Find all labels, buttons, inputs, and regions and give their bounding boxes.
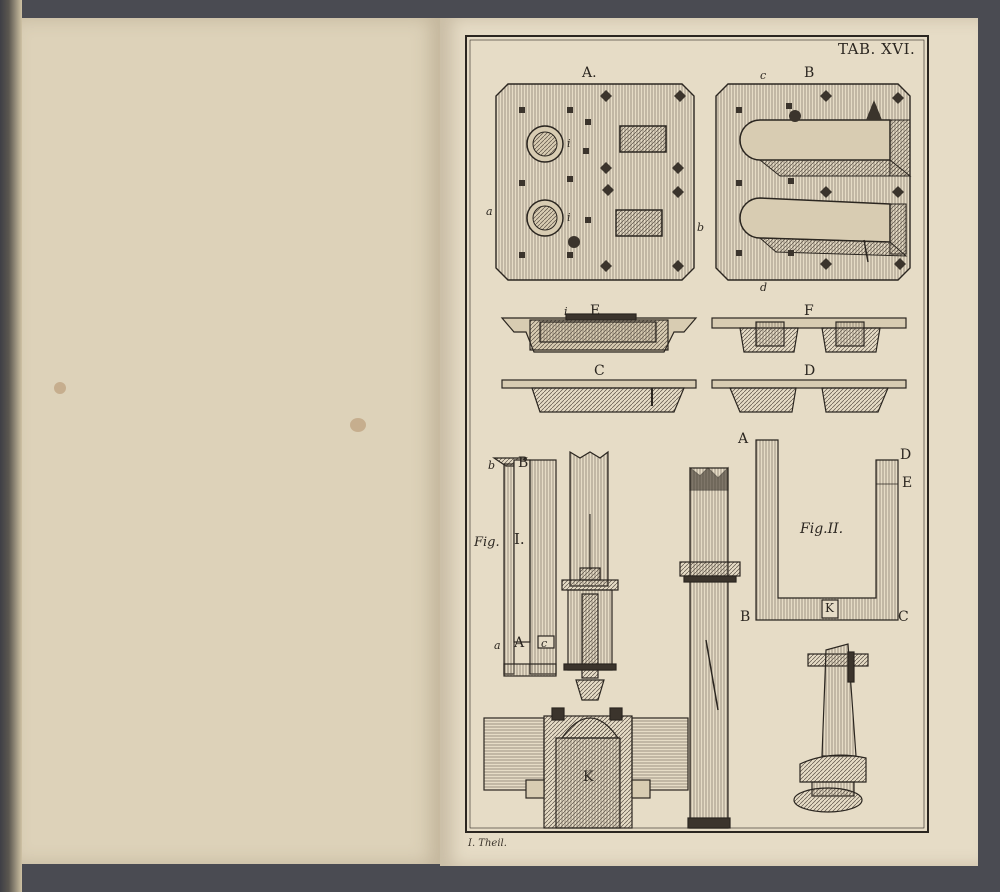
label-fig2-a: A: [738, 431, 749, 447]
fig2-u-channel: [755, 439, 899, 621]
label-b-side: b: [697, 221, 705, 234]
press-column: [561, 450, 619, 701]
label-a-side: a: [486, 205, 493, 218]
plate-a-rivets: [519, 90, 686, 272]
label-fig1: Fig.: [474, 535, 500, 550]
label-furnace-k: K: [583, 769, 594, 785]
label-fig1-a-upper: A: [514, 635, 525, 651]
section-c: [501, 379, 697, 413]
plate-b-channel-lower: [739, 197, 891, 243]
label-e: E: [590, 303, 601, 319]
label-fig2-b: B: [740, 609, 751, 625]
label-f: F: [804, 303, 814, 319]
label-fig1-b-lower: b: [488, 459, 496, 472]
blank-left-page: [22, 18, 440, 864]
plate-title: TAB. XVI.: [838, 40, 916, 58]
label-c-top: c: [760, 69, 767, 82]
label-b-plate: B: [804, 65, 815, 81]
label-d: D: [804, 363, 816, 379]
label-d-bottom: d: [760, 281, 768, 294]
plate-border: [465, 35, 929, 833]
plate-a-slot-lower: [615, 209, 663, 237]
label-fig2: Fig.II.: [800, 521, 844, 537]
book-spine-edge: [0, 0, 22, 892]
furnace-block: [483, 707, 689, 829]
label-i-section: i: [564, 305, 568, 318]
label-fig1-a-lower: a: [494, 639, 501, 652]
label-fig1-number: I.: [514, 530, 525, 548]
stain-spot: [350, 418, 366, 432]
label-fig2-c: C: [898, 609, 909, 625]
label-fig2-k: K: [825, 601, 834, 615]
label-i-lower: i: [567, 211, 571, 224]
section-e: [500, 313, 698, 353]
plate-b-channel-upper: [739, 119, 891, 161]
label-fig1-b-upper: B: [518, 455, 529, 471]
section-f: [711, 317, 907, 353]
label-i-upper: i: [567, 137, 571, 150]
label-c: C: [594, 363, 605, 379]
label-fig1-c: c: [541, 637, 548, 650]
label-a-plate: A.: [582, 65, 597, 81]
fig1-tube: [492, 457, 557, 677]
stain-spot: [54, 382, 66, 394]
section-d: [711, 379, 907, 413]
anvil-stake: [793, 643, 869, 813]
plate-a-slot-upper: [619, 125, 667, 153]
plate-b-rivets: [736, 90, 906, 270]
plate-a: [495, 83, 695, 281]
label-fig2-d: D: [900, 447, 912, 463]
plate-signature: I. Theil.: [468, 838, 507, 849]
tall-pipe: [679, 466, 741, 829]
label-fig2-e: E: [902, 475, 913, 491]
